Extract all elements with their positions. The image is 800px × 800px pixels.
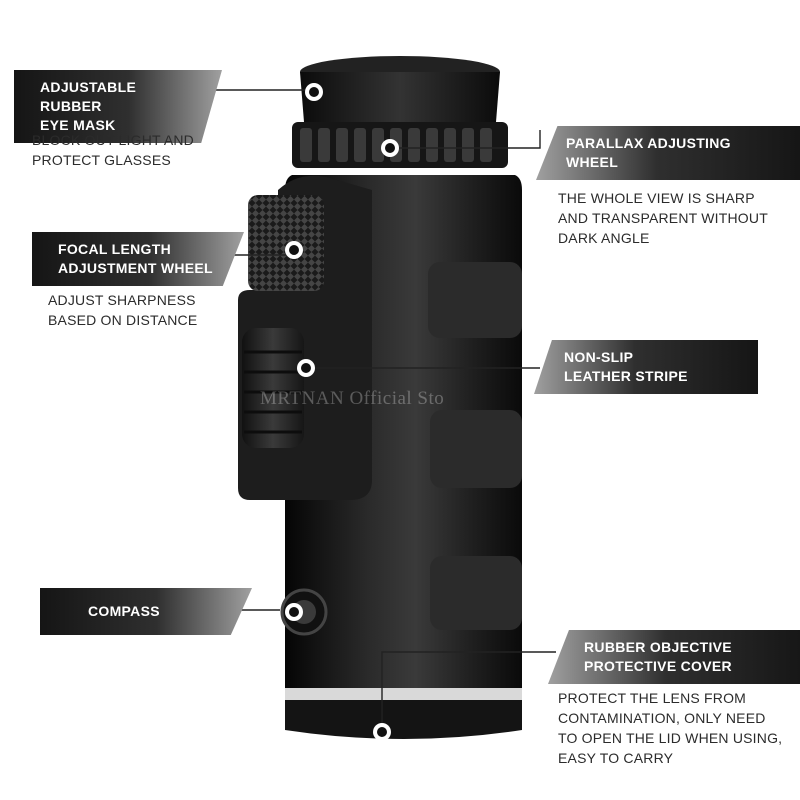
ribbed-button [242,328,304,448]
eye-mask-shape [300,72,500,122]
parallax-desc: THE WHOLE VIEW IS SHARP AND TRANSPARENT … [558,190,768,246]
focal-wheel-shape [248,195,324,291]
objective-cover [285,700,522,739]
focal-desc: ADJUST SHARPNESS BASED ON DISTANCE [48,292,198,328]
compass-title: COMPASS [40,588,252,635]
eye-mask-title: ADJUSTABLE RUBBER EYE MASK [14,70,222,143]
leather-stripe-1 [428,262,522,338]
marker-dots [285,83,399,741]
parallax-title: PARALLAX ADJUSTING WHEEL [536,126,800,180]
stripe-title: NON-SLIP LEATHER STRIPE [534,340,758,394]
focal-title: FOCAL LENGTH ADJUSTMENT WHEEL [32,232,244,286]
eye-mask-desc: BLOCK OUT LIGHT AND PROTECT GLASSES [32,132,194,168]
cover-desc: PROTECT THE LENS FROM CONTAMINATION, ONL… [558,690,783,766]
silver-ring [285,688,522,700]
watermark-text: MRTNAN Official Sto [260,388,445,409]
leather-stripe-2 [430,410,522,488]
leather-stripe-3 [430,556,522,630]
cover-title: RUBBER OBJECTIVE PROTECTIVE COVER [548,630,800,684]
